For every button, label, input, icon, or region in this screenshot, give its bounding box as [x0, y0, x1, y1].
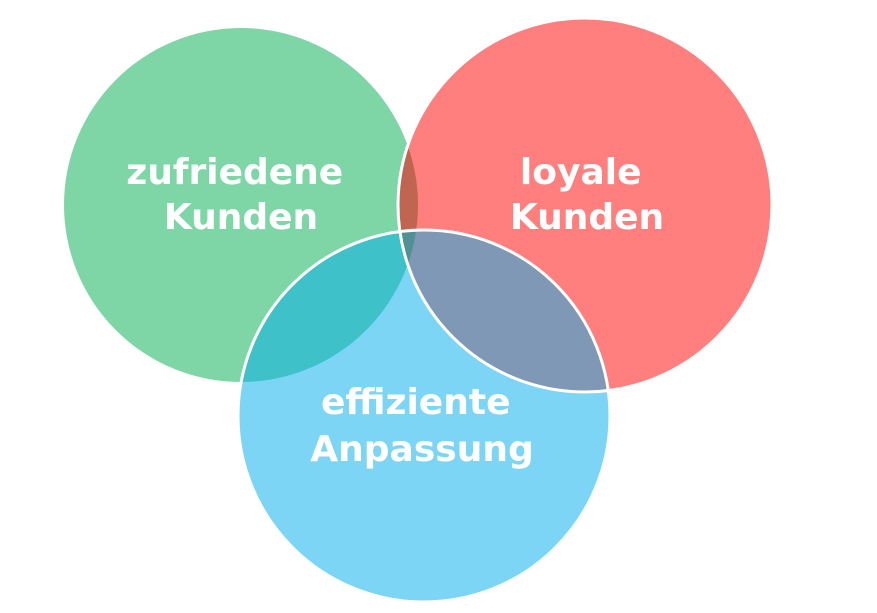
label-satisfied-line1: zufriedene	[126, 152, 343, 193]
label-efficient-line1: effiziente	[321, 382, 511, 423]
overlap-loyal-efficient	[398, 230, 610, 392]
label-efficient-line2: Anpassung	[310, 429, 533, 470]
outline-efficient-adaptation	[236, 228, 612, 604]
outline-loyal-customers	[396, 16, 774, 394]
label-satisfied-line2: Kunden	[164, 197, 318, 238]
overlap-satisfied-efficient	[238, 230, 418, 382]
label-satisfied-customers: zufriedene Kunden	[126, 152, 356, 238]
label-loyal-customers: loyale Kunden	[510, 152, 664, 238]
label-loyal-line2: Kunden	[510, 197, 664, 238]
label-efficient-adaptation: effiziente Anpassung	[310, 382, 533, 470]
label-loyal-line1: loyale	[520, 152, 642, 193]
